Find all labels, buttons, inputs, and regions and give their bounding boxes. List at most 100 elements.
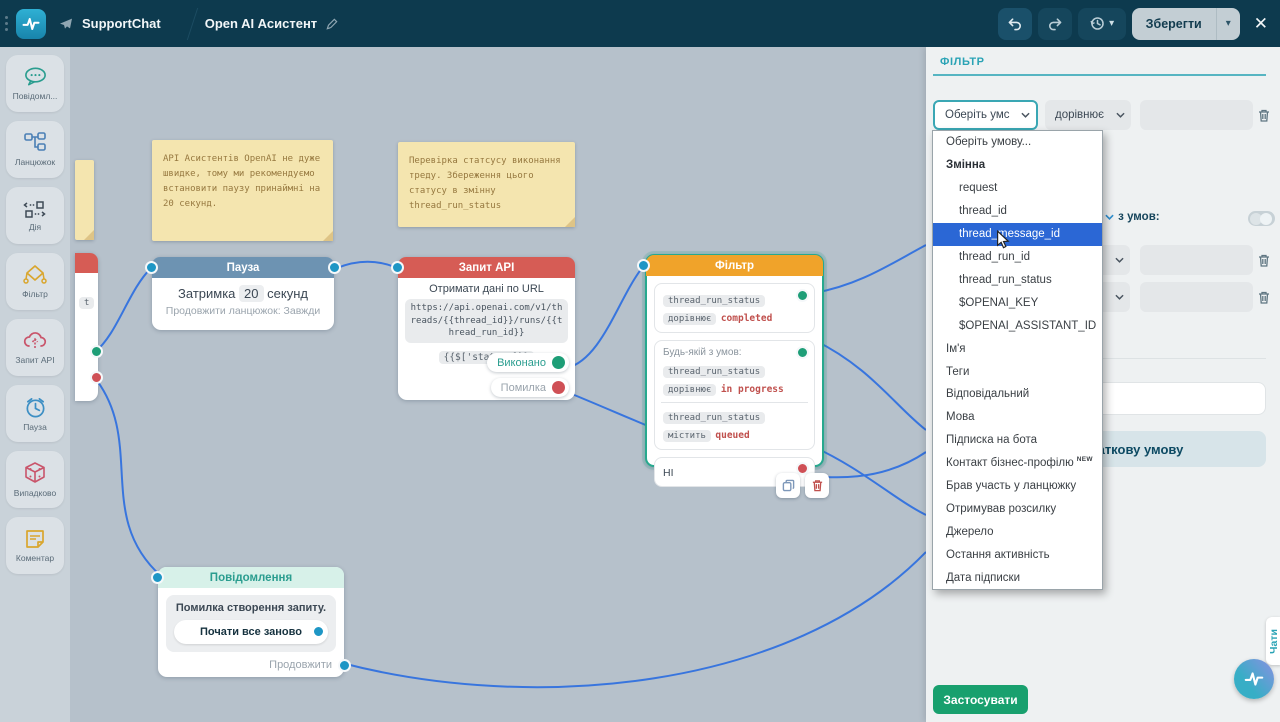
chevron-down-icon xyxy=(1021,112,1030,118)
dropdown-item-selected[interactable]: thread_message_id xyxy=(933,222,1102,246)
drag-handle-icon[interactable] xyxy=(5,16,9,31)
partial-node[interactable]: t xyxy=(75,253,103,401)
dropdown-item[interactable]: Дата підписки xyxy=(946,571,1021,584)
save-split-button: Зберегти ▾ xyxy=(1131,7,1240,40)
panel-title-underline xyxy=(933,74,1266,76)
dropdown-item[interactable]: $OPENAI_KEY xyxy=(959,296,1039,309)
output-port-error[interactable] xyxy=(90,371,103,384)
dropdown-item[interactable]: Мова xyxy=(946,411,975,424)
value-input[interactable] xyxy=(1140,100,1253,130)
filter-diamond-icon xyxy=(23,265,47,284)
dropdown-item[interactable]: thread_run_id xyxy=(959,250,1030,263)
message-bubble: Помилка створення запиту. Почати все зан… xyxy=(166,595,336,652)
delete-node-button[interactable] xyxy=(805,473,829,498)
node-palette-sidebar: Повідомл... Ланцюжок Дія Фільтр Запит AP… xyxy=(0,47,70,722)
sticky-note-partial[interactable] xyxy=(75,160,94,240)
api-success-pill: Виконано xyxy=(487,353,569,372)
node-toolbar xyxy=(776,473,829,498)
sidebar-item-pause[interactable]: Пауза xyxy=(6,385,64,442)
delete-condition-icon[interactable] xyxy=(1257,253,1271,268)
error-port[interactable] xyxy=(552,381,565,394)
delete-condition-icon[interactable] xyxy=(1257,108,1271,123)
chevron-down-icon xyxy=(1115,294,1124,300)
input-port[interactable] xyxy=(151,571,164,584)
sidebar-item-random[interactable]: Випадково xyxy=(6,451,64,508)
dropdown-item[interactable]: Теги xyxy=(946,365,970,378)
filter-condition-1[interactable]: thread_run_status дорівнює completed xyxy=(654,283,815,333)
sidebar-item-chain[interactable]: Ланцюжок xyxy=(6,121,64,178)
bot-name[interactable]: SupportChat xyxy=(82,16,161,31)
value-input-2[interactable] xyxy=(1140,245,1253,275)
apply-button[interactable]: Застосувати xyxy=(933,685,1028,714)
duplicate-node-button[interactable] xyxy=(776,473,800,498)
dropdown-item[interactable]: Відповідальний xyxy=(946,388,1030,401)
dropdown-item[interactable]: Отримував розсилку xyxy=(946,502,1057,515)
delay-value[interactable]: 20 xyxy=(239,285,264,302)
dropdown-item[interactable]: Ім'я xyxy=(946,342,966,355)
quick-reply-button[interactable]: Почати все заново xyxy=(174,620,328,644)
action-icon xyxy=(23,201,46,218)
dropdown-item[interactable]: request xyxy=(959,182,998,195)
input-port[interactable] xyxy=(145,261,158,274)
group-toggle[interactable] xyxy=(1248,211,1275,226)
api-error-pill: Помилка xyxy=(490,378,569,397)
delete-condition-icon[interactable] xyxy=(1257,290,1271,305)
flow-canvas[interactable]: API Асистентів OpenAI не дуже швидке, то… xyxy=(70,47,926,722)
redo-button[interactable] xyxy=(1037,7,1072,40)
api-url-box[interactable]: https://api.openai.com/v1/threads/{{thre… xyxy=(405,299,568,343)
sidebar-item-message[interactable]: Повідомл... xyxy=(6,55,64,112)
sidebar-item-comment[interactable]: Коментар xyxy=(6,517,64,574)
button-output-port[interactable] xyxy=(312,625,325,638)
filter-condition-group[interactable]: Будь-якій з умов: thread_run_status дорі… xyxy=(654,340,815,450)
output-port[interactable] xyxy=(328,261,341,274)
dropdown-item[interactable]: Оберіть умову... xyxy=(946,136,1032,149)
sidebar-item-action[interactable]: Дія xyxy=(6,187,64,244)
pause-node[interactable]: Пауза Затримка 20 секунд Продовжити ланц… xyxy=(145,257,341,330)
condition-select[interactable]: Оберіть умс xyxy=(933,100,1038,130)
edit-pencil-icon[interactable] xyxy=(325,17,339,31)
dropdown-item[interactable]: Джерело xyxy=(946,525,994,538)
dropdown-item[interactable]: Брав участь у ланцюжку xyxy=(946,480,1077,493)
dropdown-item[interactable]: Остання активність xyxy=(946,548,1050,561)
undo-button[interactable] xyxy=(997,7,1032,40)
input-port[interactable] xyxy=(637,259,650,272)
panel-title: ФІЛЬТР xyxy=(940,56,985,68)
history-button[interactable]: ▾ xyxy=(1077,7,1126,40)
topbar: SupportChat Open AI Асистент ▾ Зберегти … xyxy=(0,0,1280,47)
flow-title[interactable]: Open AI Асистент xyxy=(204,16,318,31)
pause-delay-row: Затримка 20 секунд xyxy=(178,285,308,302)
chats-side-tab[interactable]: Чати xyxy=(1266,617,1280,665)
condition-output-port[interactable] xyxy=(796,289,809,302)
filter-node[interactable]: Фільтр thread_run_status дорівнює comple… xyxy=(637,254,824,487)
app-logo-icon[interactable] xyxy=(16,8,46,39)
floating-logo-button[interactable] xyxy=(1234,659,1274,699)
dropdown-item[interactable]: thread_id xyxy=(959,205,1007,218)
save-button[interactable]: Зберегти xyxy=(1145,16,1202,31)
api-request-node[interactable]: Запит API Отримати дані по URL https://a… xyxy=(391,257,575,400)
value-input-3[interactable] xyxy=(1140,282,1253,312)
api-subtitle: Отримати дані по URL xyxy=(429,283,544,295)
sidebar-item-api-request[interactable]: Запит API xyxy=(6,319,64,376)
copy-icon xyxy=(782,479,794,492)
message-node[interactable]: Повідомлення Помилка створення запиту. П… xyxy=(151,567,351,677)
chat-bubble-icon xyxy=(24,67,46,86)
message-node-header: Повідомлення xyxy=(151,567,344,588)
sticky-note-status-hint[interactable]: Перевірка статсусу виконання треду. Збер… xyxy=(398,142,575,227)
flow-chain-icon xyxy=(24,132,46,151)
close-button[interactable]: ✕ xyxy=(1253,13,1268,33)
api-cloud-icon xyxy=(23,332,47,348)
output-port-success[interactable] xyxy=(90,345,103,358)
success-port[interactable] xyxy=(552,356,565,369)
input-port[interactable] xyxy=(391,261,404,274)
continue-output-port[interactable] xyxy=(338,659,351,672)
dropdown-item[interactable]: $OPENAI_ASSISTANT_ID xyxy=(959,319,1097,332)
dropdown-item[interactable]: thread_run_status xyxy=(959,273,1052,286)
sticky-note-pause-hint[interactable]: API Асистентів OpenAI не дуже швидке, то… xyxy=(152,140,333,241)
dropdown-item[interactable]: Підписка на бота xyxy=(946,434,1038,447)
save-options-caret[interactable]: ▾ xyxy=(1215,7,1240,40)
group-output-port[interactable] xyxy=(796,346,809,359)
sidebar-item-filter[interactable]: Фільтр xyxy=(6,253,64,310)
pulse-icon xyxy=(1244,672,1264,686)
operator-select[interactable]: дорівнює xyxy=(1045,100,1131,130)
